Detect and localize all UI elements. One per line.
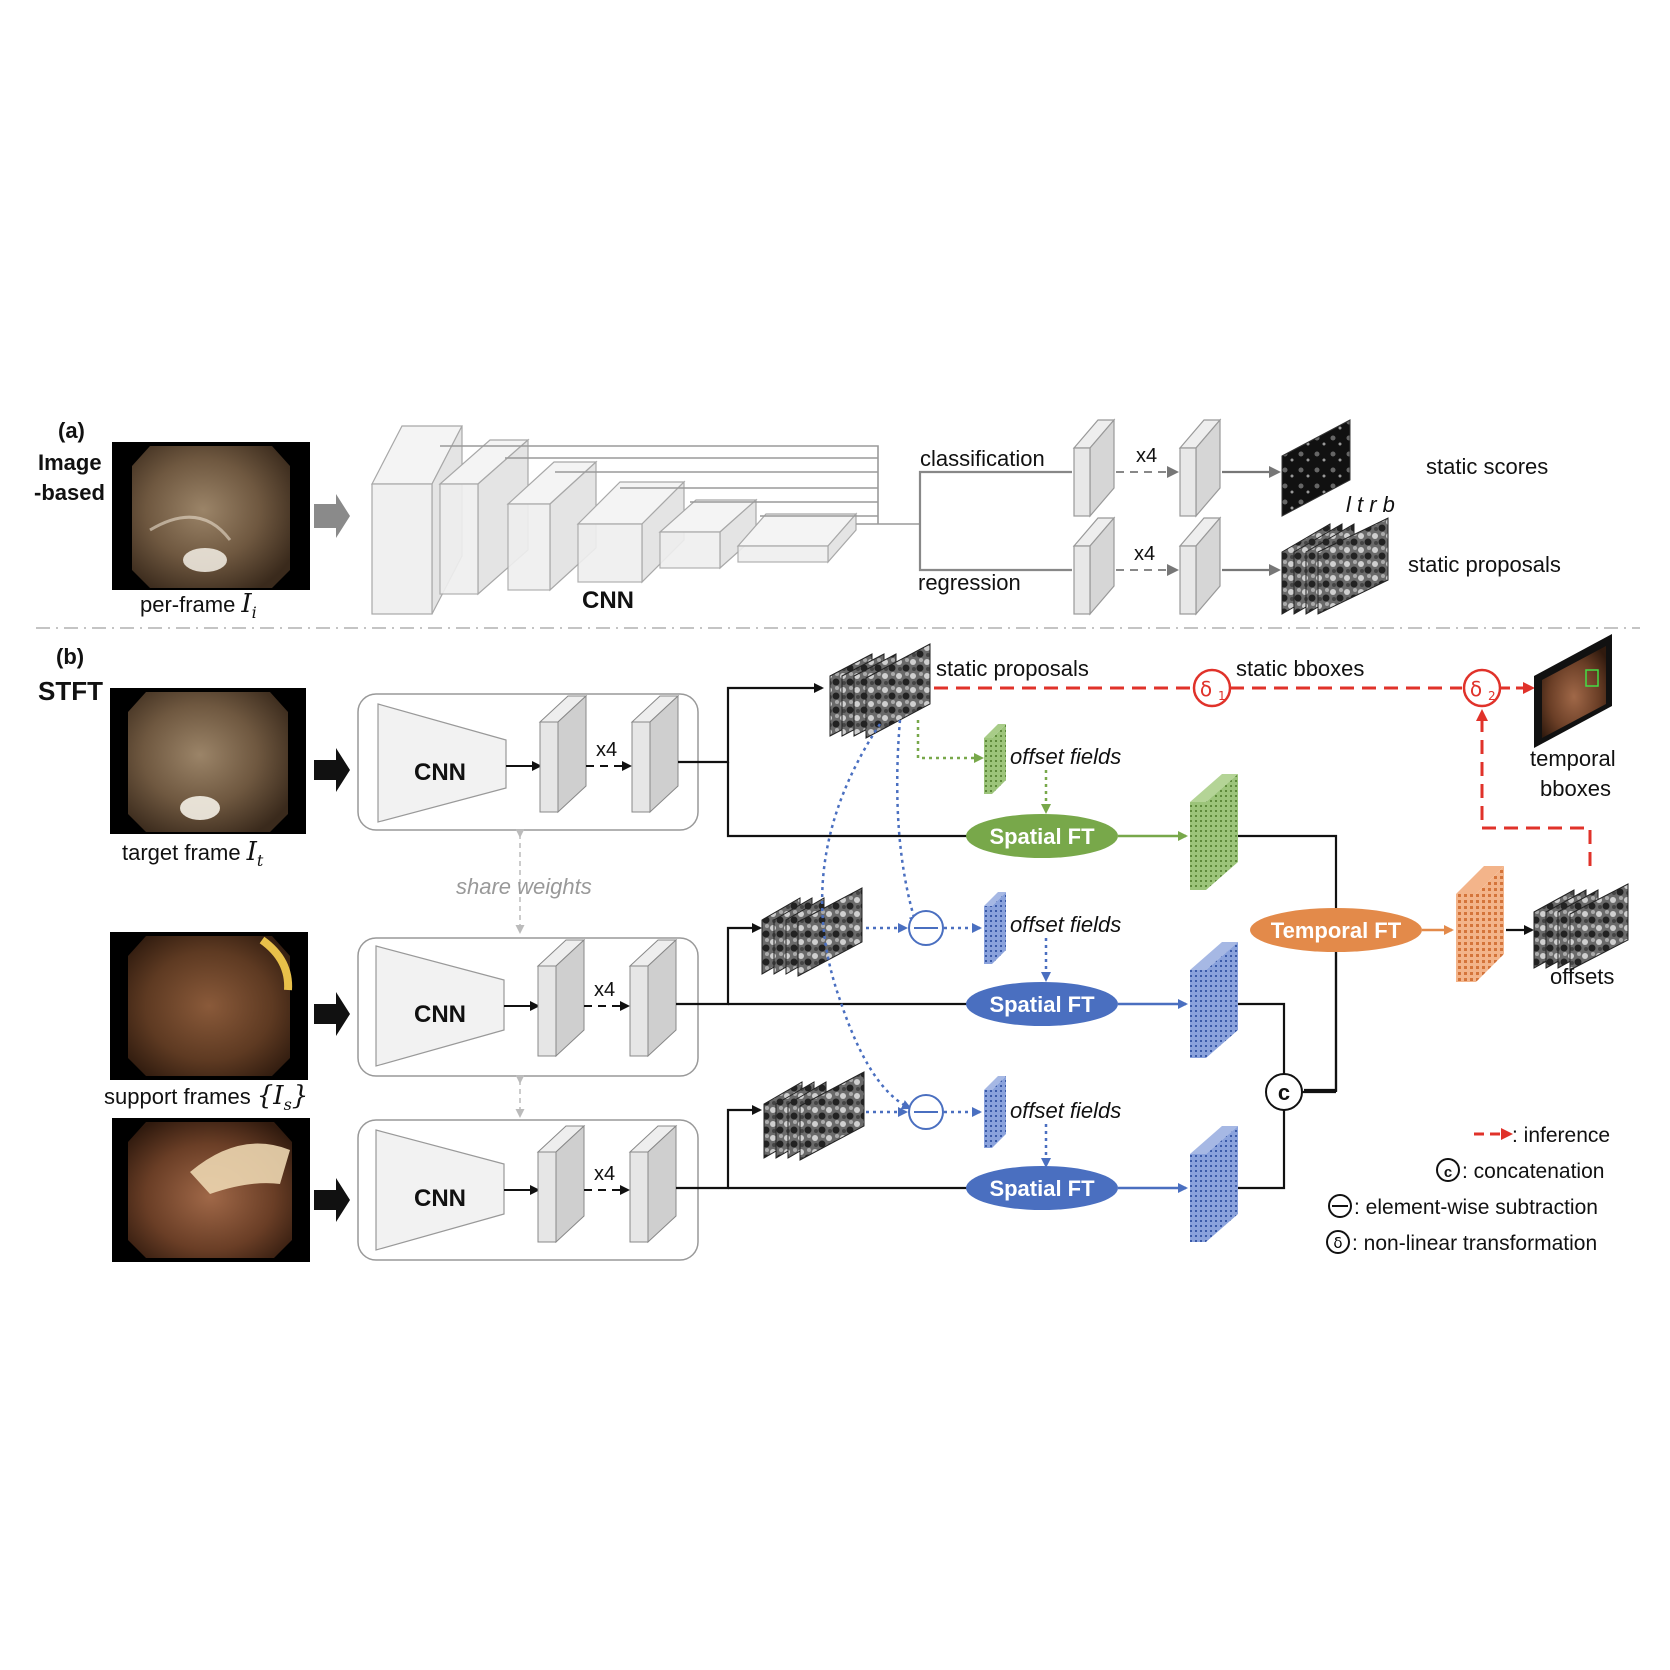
cnn-label-a: CNN: [582, 587, 634, 614]
fpn-connections: [440, 445, 920, 525]
share-weights-label: share weights: [456, 874, 592, 899]
ltrb-label: l t r b: [1346, 492, 1395, 517]
offset-fields-label-2: offset fields: [1010, 912, 1121, 937]
temporal-bboxes-label-line1: temporal: [1530, 746, 1616, 771]
support2-proposals-maps: [763, 1071, 865, 1161]
blue-offset-field-2: [984, 1076, 1006, 1148]
static-proposals-label-b: static proposals: [936, 656, 1089, 681]
spatial-ft-support-1-label: Spatial FT: [989, 992, 1095, 1017]
static-scores-map: [1281, 419, 1351, 517]
static-proposals-maps-a: [1281, 517, 1389, 615]
cnn-label-target: CNN: [414, 759, 466, 786]
delta2-sub: 2: [1488, 689, 1496, 703]
regression-label: regression: [918, 570, 1021, 595]
legend-inference: : inference: [1474, 1124, 1610, 1147]
blue-dotted-curve-1: [895, 719, 919, 926]
panel-b-title: STFT: [38, 676, 103, 706]
svg-text:δ: δ: [1333, 1234, 1342, 1252]
cnn-module-support-2: CNN x4: [357, 1119, 699, 1261]
reg-repeat-label: x4: [1134, 543, 1155, 565]
offsets-maps: [1533, 883, 1629, 971]
delta1-symbol: δ: [1200, 677, 1212, 701]
svg-text:c: c: [1444, 1164, 1452, 1181]
head-branches: [918, 470, 1072, 572]
legend: : inference c : concatenation : element-…: [1326, 1124, 1610, 1255]
spatial-ft-support-1: [966, 982, 1118, 1026]
legend-concatenation-label: : concatenation: [1462, 1160, 1604, 1183]
cnn-block-6: [736, 512, 858, 564]
input-arrow: [314, 494, 350, 538]
temporal-ft-label: Temporal FT: [1271, 918, 1402, 943]
green-offset-arrow: [916, 720, 984, 763]
support1-input-arrow: [314, 992, 350, 1036]
cls-head: [1072, 418, 1222, 518]
panel-a-title-line2: -based: [34, 480, 105, 505]
reg-head: [1072, 516, 1222, 616]
temporal-bboxes-label-line2: bboxes: [1540, 776, 1611, 801]
legend-subtraction-label: : element-wise subtraction: [1354, 1196, 1598, 1219]
panel-b-label: (b): [56, 644, 84, 669]
panel-a-label: (a): [58, 418, 85, 443]
cnn-module-support-1: CNN x4: [357, 937, 699, 1077]
offset-fields-label-3: offset fields: [1010, 1098, 1121, 1123]
cnn-block-4: [576, 480, 686, 584]
target-static-proposals-maps: [829, 643, 931, 739]
legend-nonlinear-label: : non-linear transformation: [1352, 1232, 1597, 1255]
spatial-ft-target-label: Spatial FT: [989, 824, 1095, 849]
legend-concatenation: c : concatenation: [1436, 1158, 1604, 1183]
support2-flow-lines: [676, 1105, 1286, 1190]
legend-inference-label: : inference: [1512, 1124, 1610, 1147]
legend-nonlinear: δ : non-linear transformation: [1326, 1230, 1597, 1255]
support1-proposals-maps: [761, 887, 863, 977]
support-frame-2-image: [112, 1118, 310, 1262]
static-scores-label: static scores: [1426, 454, 1548, 479]
support2-input-arrow: [314, 1178, 350, 1222]
target-refined-feature: [1190, 774, 1238, 890]
support-frames-caption: support frames{Is}: [104, 1081, 308, 1114]
per-frame-image: [112, 442, 310, 590]
legend-subtraction: : element-wise subtraction: [1328, 1194, 1598, 1219]
blue-offset-field-1: [984, 892, 1006, 964]
offsets-label: offsets: [1550, 964, 1614, 989]
cnn-repeat-support-1: x4: [594, 979, 615, 1001]
spatial-ft-support-2: [966, 1166, 1118, 1210]
temporal-ft: [1250, 908, 1422, 952]
cnn-module-target: CNN x4: [357, 693, 699, 831]
temporal-bboxes-image: [1534, 634, 1612, 748]
target-frame-image: [110, 688, 306, 834]
support2-refined-feature: [1190, 1126, 1238, 1242]
spatial-ft-support-2-label: Spatial FT: [989, 1176, 1095, 1201]
concatenation-symbol: c: [1278, 1080, 1290, 1105]
static-proposals-label-a: static proposals: [1408, 552, 1561, 577]
cls-repeat-label: x4: [1136, 445, 1157, 467]
offset-fields-label-1: offset fields: [1010, 744, 1121, 769]
cnn-backbone: [371, 425, 858, 615]
support-frame-1-image: [110, 932, 308, 1080]
cnn-label-support-2: CNN: [414, 1185, 466, 1212]
cnn-label-support-1: CNN: [414, 1001, 466, 1028]
cnn-repeat-target: x4: [596, 739, 617, 761]
cnn-repeat-support-2: x4: [594, 1163, 615, 1185]
support1-flow-lines: [676, 923, 1286, 1074]
support1-refined-feature: [1190, 942, 1238, 1058]
delta2-symbol: δ: [1470, 677, 1482, 701]
temporal-feature: [1456, 866, 1504, 982]
delta1-sub: 1: [1218, 689, 1226, 703]
static-bboxes-label: static bboxes: [1236, 656, 1364, 681]
classification-label: classification: [920, 446, 1045, 471]
spatial-ft-target: [966, 814, 1118, 858]
panel-a-title-line1: Image: [38, 450, 102, 475]
inference-line-up: [1476, 709, 1592, 866]
target-input-arrow: [314, 748, 350, 792]
cnn-block-5: [658, 498, 758, 570]
green-offset-field: [984, 724, 1006, 738]
